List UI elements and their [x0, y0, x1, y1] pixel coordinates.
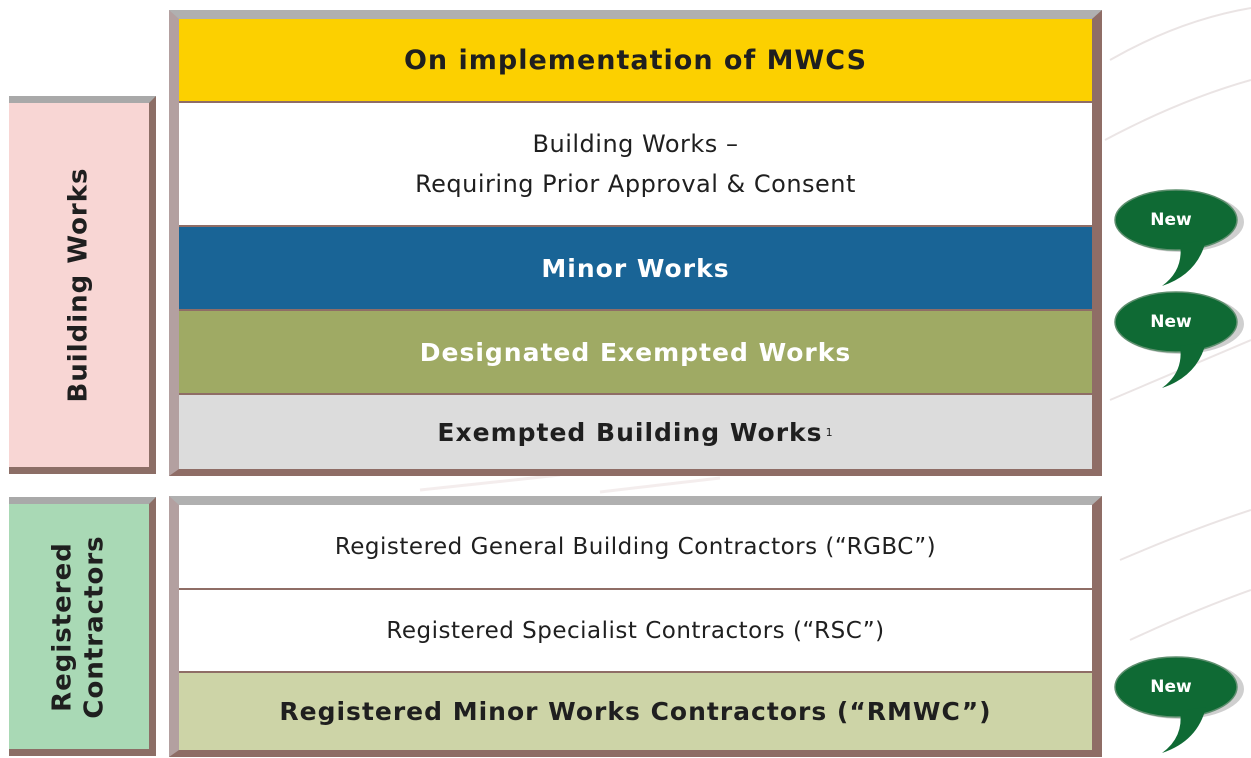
footnote-marker: 1 — [825, 425, 834, 439]
new-speech-bubble: New — [1110, 188, 1250, 288]
exempted-building-works-label: Exempted Building Works — [437, 417, 823, 447]
registered-contractors-line1: Registered — [48, 541, 78, 712]
speech-bubble-icon — [1114, 189, 1244, 286]
building-works-panel: On implementation of MWCS Building Works… — [169, 10, 1102, 476]
mwcs-header: On implementation of MWCS — [179, 19, 1092, 101]
rgbc-row: Registered General Building Contractors … — [179, 505, 1092, 588]
new-label: New — [1150, 312, 1192, 332]
speech-bubble-icon — [1114, 291, 1244, 388]
designated-exempted-works-row: Designated Exempted Works — [179, 309, 1092, 393]
requiring-approval-line1: Building Works – — [532, 130, 739, 158]
new-speech-bubble: New — [1110, 655, 1250, 755]
registered-contractors-side-label: Registered Contractors — [9, 497, 156, 756]
registered-contractors-panel: Registered General Building Contractors … — [169, 496, 1102, 757]
new-label: New — [1150, 677, 1192, 697]
new-speech-bubble: New — [1110, 290, 1250, 390]
rmwc-row: Registered Minor Works Contractors (“RMW… — [179, 671, 1092, 750]
registered-contractors-side-text: Registered Contractors — [47, 535, 111, 718]
building-works-requiring-approval: Building Works – Requiring Prior Approva… — [179, 101, 1092, 225]
minor-works-row: Minor Works — [179, 225, 1092, 309]
building-works-side-text: Building Works — [64, 167, 94, 403]
speech-bubble-icon — [1114, 656, 1244, 753]
building-works-side-label: Building Works — [9, 96, 156, 474]
requiring-approval-line2: Requiring Prior Approval & Consent — [415, 170, 856, 198]
rsc-row: Registered Specialist Contractors (“RSC”… — [179, 588, 1092, 671]
registered-contractors-line2: Contractors — [80, 534, 110, 719]
new-label: New — [1150, 210, 1192, 230]
